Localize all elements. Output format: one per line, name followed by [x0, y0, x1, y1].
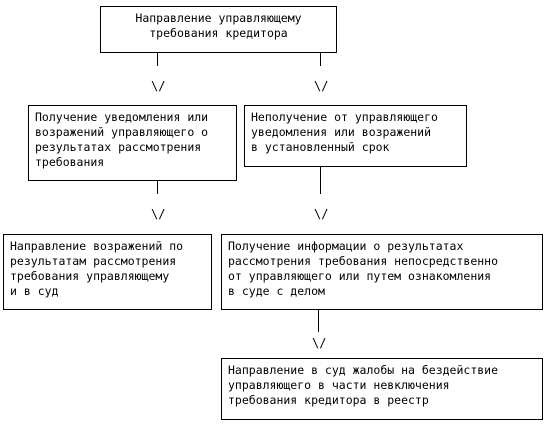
- connector-line: [320, 53, 321, 66]
- arrow-down-icon: \/: [312, 336, 327, 350]
- connector-line: [318, 310, 319, 332]
- node-send-objections: Направление возражений по результатам ра…: [3, 234, 212, 310]
- connector-line: [157, 181, 158, 194]
- connector-line: [157, 53, 158, 66]
- connector-line: [320, 167, 321, 194]
- node-court-complaint: Направление в суд жалобы на бездействие …: [221, 358, 543, 420]
- node-get-information: Получение информации о результатах рассм…: [221, 234, 543, 310]
- node-send-claim: Направление управляющему требования кред…: [100, 6, 337, 53]
- arrow-down-icon: \/: [151, 79, 166, 93]
- arrow-down-icon: \/: [151, 207, 166, 221]
- arrow-down-icon: \/: [314, 207, 329, 221]
- node-received-notice: Получение уведомления или возражений упр…: [28, 105, 237, 181]
- arrow-down-icon: \/: [314, 79, 329, 93]
- node-not-received-notice: Неполучение от управляющего уведомления …: [244, 105, 467, 167]
